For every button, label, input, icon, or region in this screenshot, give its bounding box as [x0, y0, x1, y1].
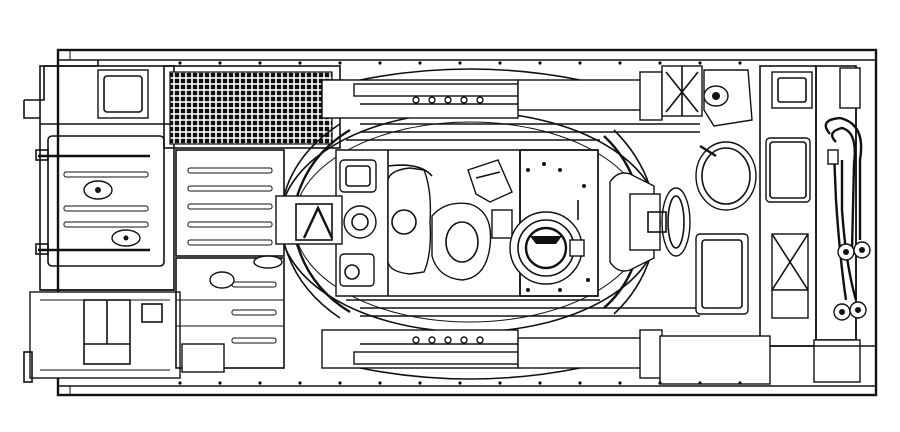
- rail-pin: [428, 336, 436, 344]
- rail-pin: [476, 96, 484, 104]
- hull-bolt: [458, 381, 462, 385]
- front-periscope-block: [661, 65, 813, 127]
- hull-bolt: [738, 61, 742, 65]
- hull-bolt: [378, 61, 382, 65]
- deck-slot: [231, 281, 277, 288]
- hull-bolt: [458, 61, 462, 65]
- hull-outline: [56, 48, 878, 397]
- front-hatch-panel: [759, 65, 817, 347]
- hull-bolt: [698, 61, 702, 65]
- turret-bolt: [542, 162, 546, 166]
- hull-bolt: [218, 381, 222, 385]
- hull-bolt: [178, 61, 182, 65]
- deck-slot: [187, 167, 273, 174]
- hull-bolt: [258, 381, 262, 385]
- hull-bolt: [258, 61, 262, 65]
- hull-bolt: [338, 61, 342, 65]
- rail-pin: [476, 336, 484, 344]
- hull-bolt: [298, 381, 302, 385]
- rail-pin: [444, 96, 452, 104]
- deck-slot: [187, 221, 273, 228]
- hull-bolt: [378, 381, 382, 385]
- hull-bolt: [618, 61, 622, 65]
- deck-slot: [231, 337, 277, 344]
- hull-bolt: [498, 61, 502, 65]
- hull-bolt: [738, 381, 742, 385]
- rail-pin: [412, 96, 420, 104]
- turret-bolt: [558, 288, 562, 292]
- rail-pin: [428, 96, 436, 104]
- gun-mount: [275, 159, 377, 287]
- left-side-rail: [321, 68, 700, 141]
- door-slot: [63, 221, 149, 228]
- hull-bolt: [338, 381, 342, 385]
- hull-bolt: [578, 61, 582, 65]
- hull-bolts: [178, 61, 742, 385]
- hull-bolt: [218, 61, 222, 65]
- tow-cables: [824, 116, 871, 321]
- rear-deck-plates: [175, 149, 285, 373]
- hull-bolt: [418, 61, 422, 65]
- deck-slot: [231, 309, 277, 316]
- rail-pin: [412, 336, 420, 344]
- turret-bolt: [526, 288, 530, 292]
- hull-bolt: [658, 61, 662, 65]
- rear-stowage-box: [23, 60, 181, 383]
- rear-door-panel: [35, 135, 165, 267]
- turret-bolt: [558, 168, 562, 172]
- turret-bolt: [586, 278, 590, 282]
- turret-hatch-rear: [387, 164, 433, 275]
- hull-bolt: [698, 381, 702, 385]
- deck-slot: [187, 185, 273, 192]
- hull-bolt: [578, 381, 582, 385]
- hull-bolt: [418, 381, 422, 385]
- rail-pin: [460, 96, 468, 104]
- commander-cupola: [509, 162, 590, 292]
- hull-bolt: [658, 381, 662, 385]
- deck-slot: [187, 239, 273, 246]
- rail-pin: [444, 336, 452, 344]
- driver-hatch: [695, 141, 757, 315]
- door-slot: [63, 171, 149, 178]
- hull-bolt: [178, 381, 182, 385]
- door-slot: [63, 205, 149, 212]
- right-side-rail: [321, 299, 700, 380]
- hull-bolt: [298, 61, 302, 65]
- gun-mantlet: [609, 172, 691, 272]
- turret-bolt: [526, 168, 530, 172]
- deck-slot: [187, 203, 273, 210]
- hull-bolt: [538, 381, 542, 385]
- hull-bolt: [538, 61, 542, 65]
- hull-bolt: [618, 381, 622, 385]
- rail-pin: [460, 336, 468, 344]
- turret-bolt: [582, 184, 586, 188]
- turret-hatch-center: [431, 159, 513, 281]
- front-glacis: [659, 65, 876, 385]
- hull-bolt: [498, 381, 502, 385]
